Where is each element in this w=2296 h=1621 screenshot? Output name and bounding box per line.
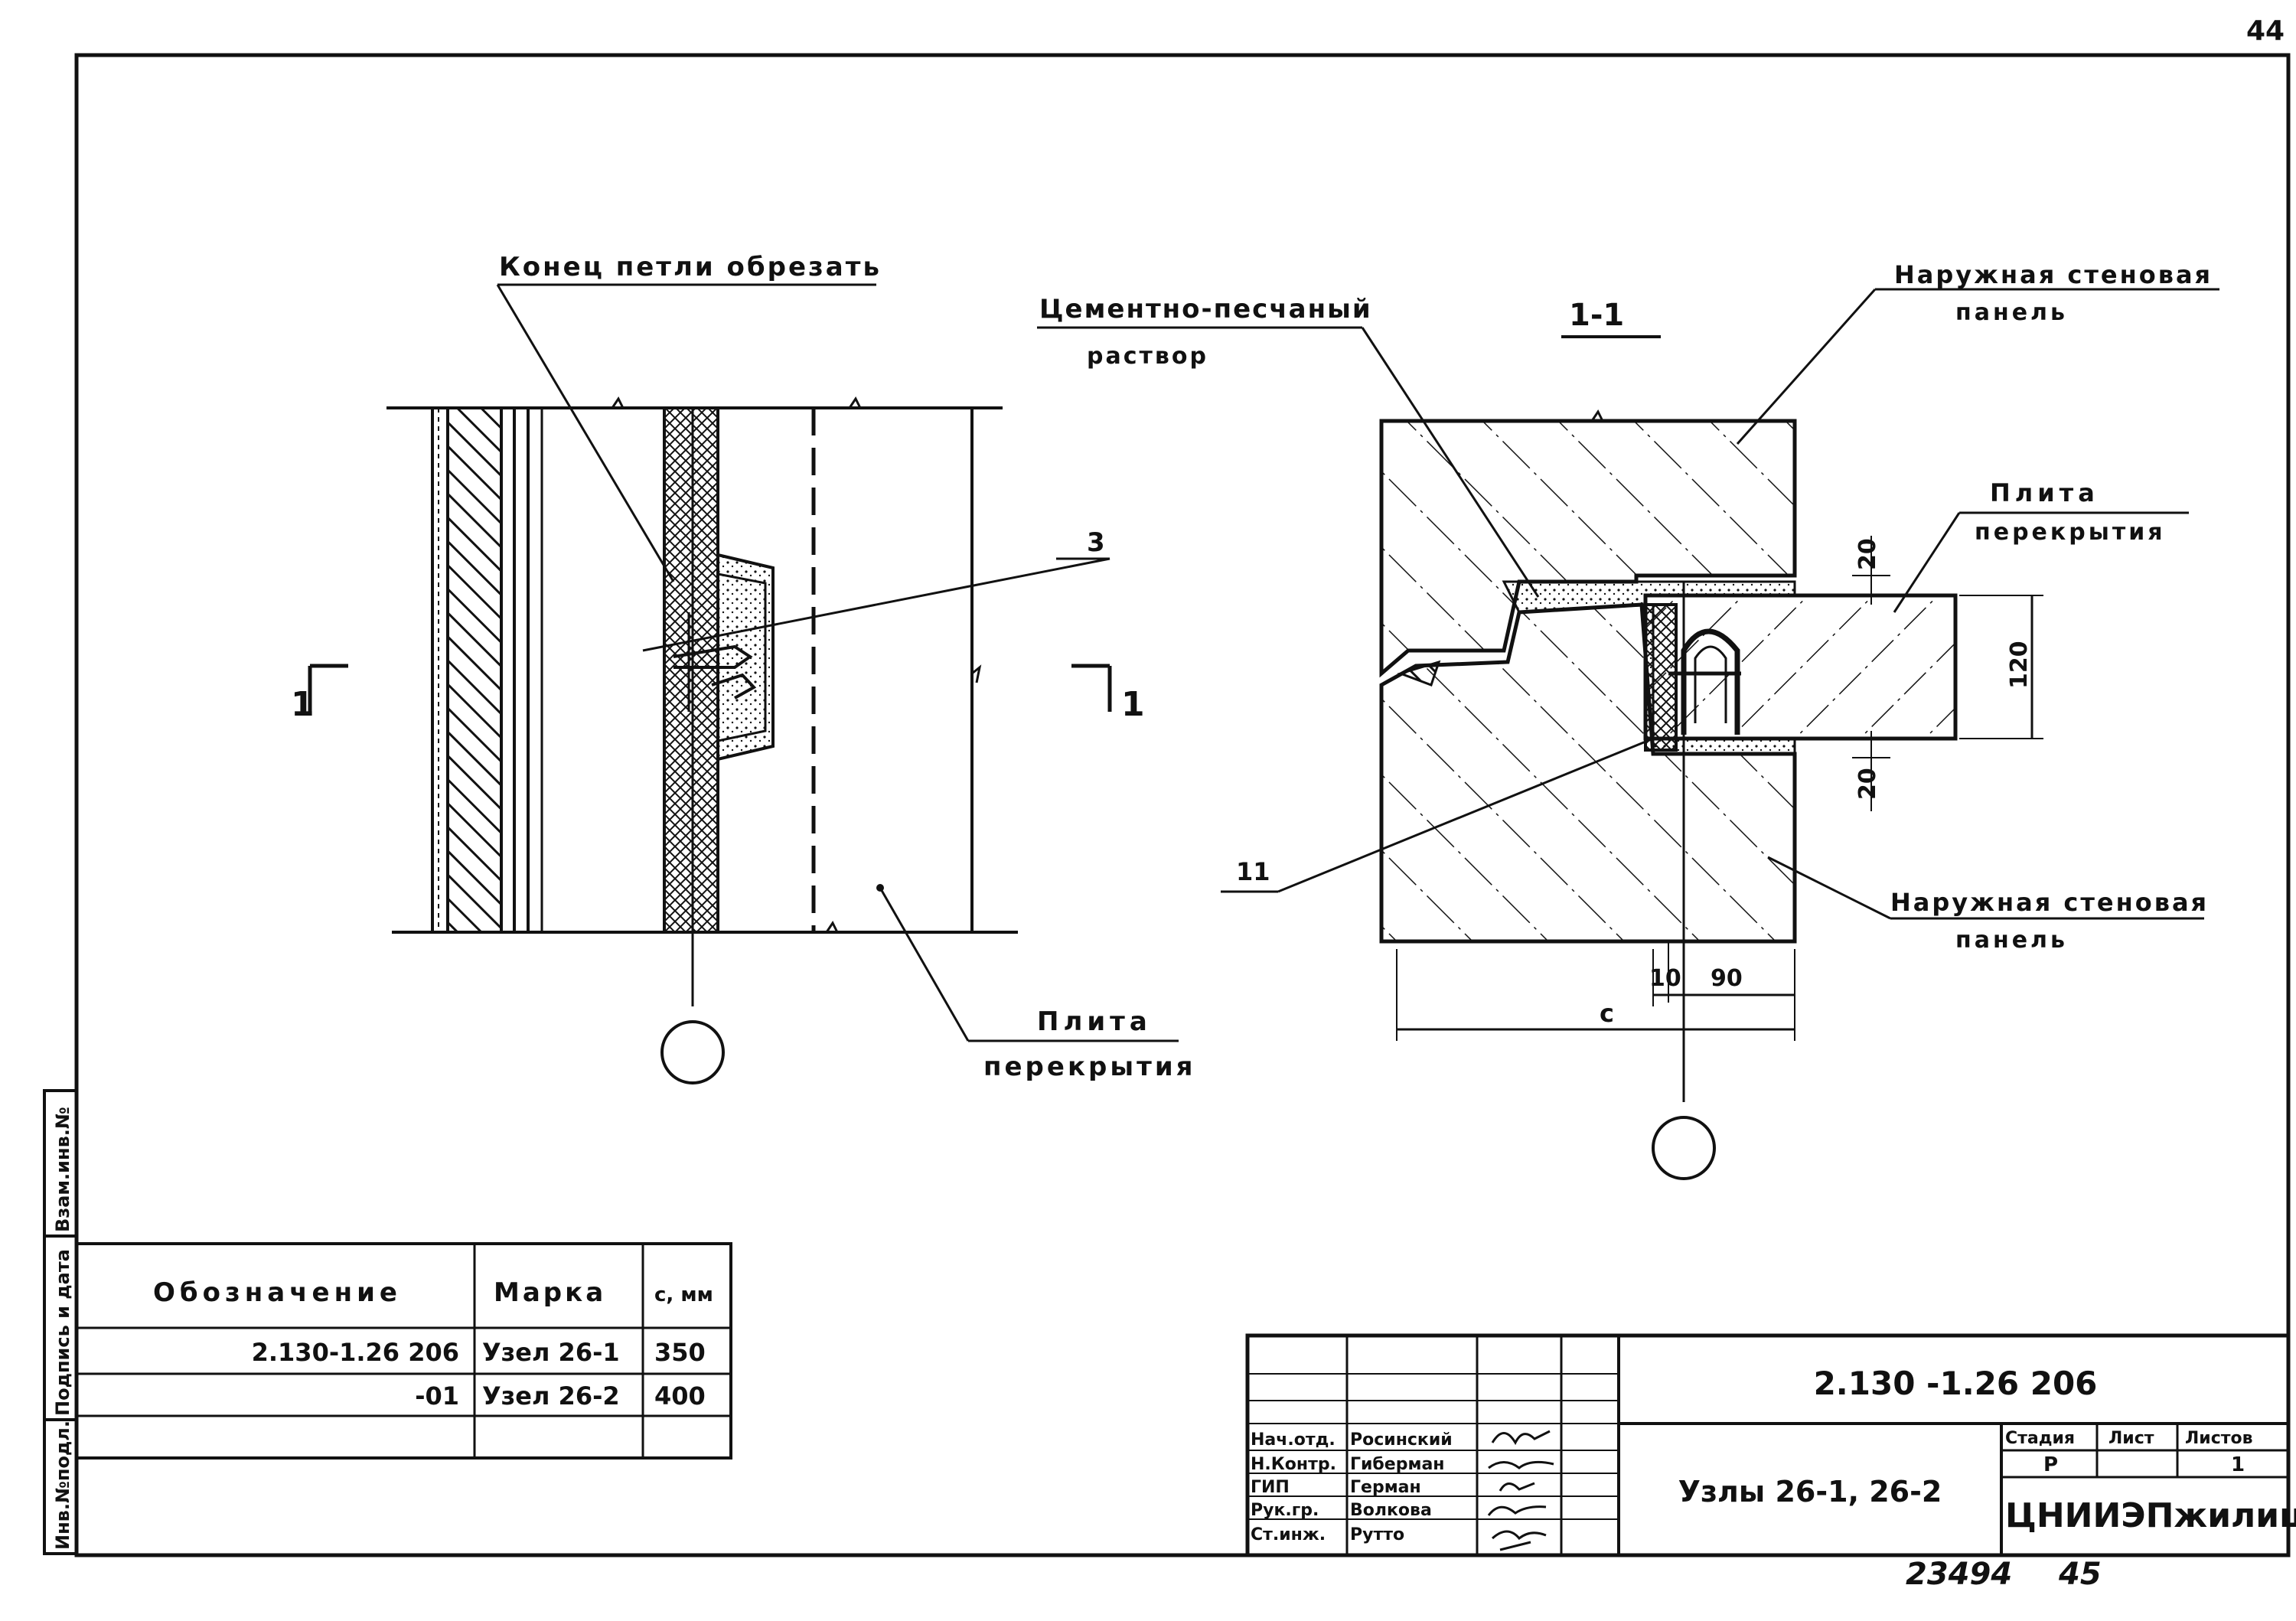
insulation-strip bbox=[663, 406, 719, 934]
label-outer-panel-bottom-1: Наружная стеновая bbox=[1890, 888, 2209, 917]
spec-row1-c: 350 bbox=[654, 1338, 706, 1367]
label-mortar-2: раствор bbox=[1087, 343, 1208, 370]
title-name: Узлы 26-1, 26-2 bbox=[1678, 1475, 1942, 1508]
stage-value: Р bbox=[2043, 1453, 2058, 1476]
page-number: 44 bbox=[2246, 15, 2285, 47]
signer-1-role: Нач.отд. bbox=[1251, 1430, 1336, 1450]
spec-row2-mark: Узел 26-2 bbox=[482, 1381, 620, 1411]
axis-bubble-right bbox=[1652, 1116, 1716, 1180]
label-outer-panel-top-2: панель bbox=[1955, 299, 2068, 326]
dim-20-top: 20 bbox=[1854, 538, 1881, 570]
section-mark-right: 1 bbox=[1121, 685, 1145, 724]
spec-row2-designation: -01 bbox=[415, 1381, 459, 1411]
side-stamp: Инв.№подл. Подпись и дата Взам.инв.№ bbox=[43, 1089, 78, 1555]
section-title: 1-1 bbox=[1569, 298, 1624, 333]
label-mortar-1: Цементно-песчаный bbox=[1039, 294, 1372, 325]
label-cut-loop: Конец петли обрезать bbox=[499, 252, 882, 282]
outer-wall-brick bbox=[446, 406, 503, 934]
signer-3-role: ГИП bbox=[1251, 1478, 1290, 1497]
signer-4-role: Рук.гр. bbox=[1251, 1501, 1319, 1520]
label-slab-left-2: перекрытия bbox=[983, 1052, 1195, 1082]
label-slab-right-2: перекрытия bbox=[1975, 519, 2166, 546]
organization: ЦНИИЭПжилища bbox=[2005, 1496, 2296, 1535]
dim-c: c bbox=[1600, 999, 1614, 1028]
dim-10: 10 bbox=[1649, 965, 1681, 992]
spec-header-designation: Обозначение bbox=[153, 1277, 402, 1308]
dim-90: 90 bbox=[1711, 965, 1743, 992]
title-code: 2.130 -1.26 206 bbox=[1814, 1365, 2098, 1402]
stamp-inv-podl: Инв.№подл. bbox=[52, 1420, 73, 1550]
spec-row2-c: 400 bbox=[654, 1381, 706, 1411]
axis-bubble-left bbox=[660, 1020, 725, 1084]
label-outer-panel-top-1: Наружная стеновая bbox=[1894, 260, 2213, 289]
signer-3-name: Герман bbox=[1350, 1478, 1421, 1497]
floor-slab bbox=[1643, 593, 1958, 741]
left-view: 1 1 Конец петли обрезать 3 Плита перекры… bbox=[291, 252, 1195, 1084]
joint-mortar bbox=[716, 553, 775, 762]
spec-header-mark: Марка bbox=[494, 1277, 606, 1308]
handwritten-signatures bbox=[1487, 1430, 1554, 1551]
signer-1-name: Росинский bbox=[1350, 1430, 1453, 1450]
stage-header-sheets: Листов bbox=[2185, 1429, 2253, 1448]
signer-4-name: Волкова bbox=[1350, 1501, 1432, 1520]
dim-120: 120 bbox=[2006, 641, 2033, 689]
label-slab-left-1: Плита bbox=[1037, 1006, 1152, 1037]
label-item-11: 11 bbox=[1236, 857, 1270, 886]
stage-header-stage: Стадия bbox=[2005, 1429, 2075, 1448]
section-mark-left: 1 bbox=[291, 685, 315, 724]
spec-row1-mark: Узел 26-1 bbox=[482, 1338, 620, 1367]
spec-header-c: c, мм bbox=[654, 1283, 713, 1306]
sheets-value: 1 bbox=[2231, 1453, 2245, 1476]
signer-2-name: Гиберман bbox=[1350, 1455, 1445, 1474]
signer-2-role: Н.Контр. bbox=[1251, 1455, 1336, 1474]
section-view: 1-1 c 10 90 20 bbox=[1037, 260, 2219, 1180]
stamp-signature-date: Подпись и дата bbox=[52, 1249, 73, 1416]
label-slab-right-1: Плита bbox=[1990, 478, 2099, 507]
sheet-frame bbox=[74, 53, 2291, 1557]
label-outer-panel-bottom-2: панель bbox=[1955, 927, 2068, 954]
spec-row1-designation: 2.130-1.26 206 bbox=[252, 1338, 459, 1367]
dim-20-bottom: 20 bbox=[1854, 768, 1881, 800]
loop-connector bbox=[673, 644, 753, 669]
handwritten-page: 45 bbox=[2058, 1557, 2102, 1592]
spec-table: Обозначение Марка c, мм 2.130-1.26 206 У… bbox=[75, 1242, 732, 1460]
stamp-vzam-inv: Взам.инв.№ bbox=[52, 1107, 73, 1232]
handwritten-number: 23494 bbox=[1906, 1557, 2012, 1592]
joint-insulation bbox=[1644, 603, 1678, 752]
title-block: Нач.отд. Росинский Н.Контр. Гиберман ГИП… bbox=[1245, 1333, 2296, 1557]
signer-5-role: Ст.инж. bbox=[1251, 1525, 1326, 1544]
loop bbox=[1681, 628, 1740, 735]
signer-5-name: Рутто bbox=[1350, 1525, 1404, 1544]
stage-header-sheet: Лист bbox=[2108, 1429, 2154, 1448]
label-item-3: 3 bbox=[1087, 527, 1105, 558]
